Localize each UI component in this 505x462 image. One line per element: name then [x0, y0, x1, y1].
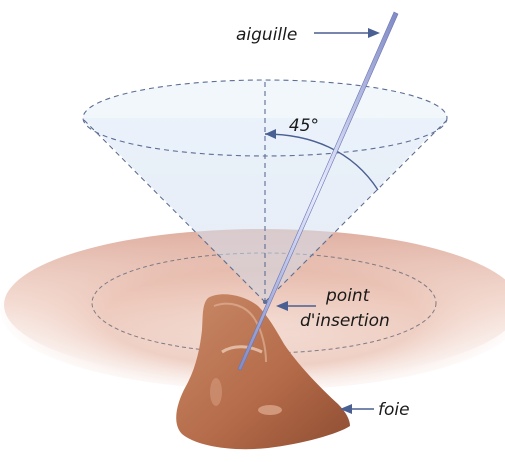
cone-left-edge — [83, 119, 266, 303]
needle-label: aiguille — [236, 25, 297, 45]
angle-arrowhead — [265, 129, 276, 139]
insertion-label-line2: d'insertion — [300, 311, 390, 331]
insertion-point-dot — [263, 300, 267, 304]
insertion-label-arrowhead — [276, 301, 288, 311]
needle — [237, 11, 399, 371]
cone-right-edge — [264, 119, 448, 303]
angle-arc — [264, 133, 379, 191]
angle-label: 45° — [289, 116, 319, 136]
liver-label-arrowhead — [340, 404, 352, 414]
needle-label-arrowhead — [368, 28, 380, 38]
liver-label: foie — [378, 400, 410, 420]
liver-shape — [176, 294, 350, 450]
insertion-label-line1: point — [325, 286, 371, 306]
